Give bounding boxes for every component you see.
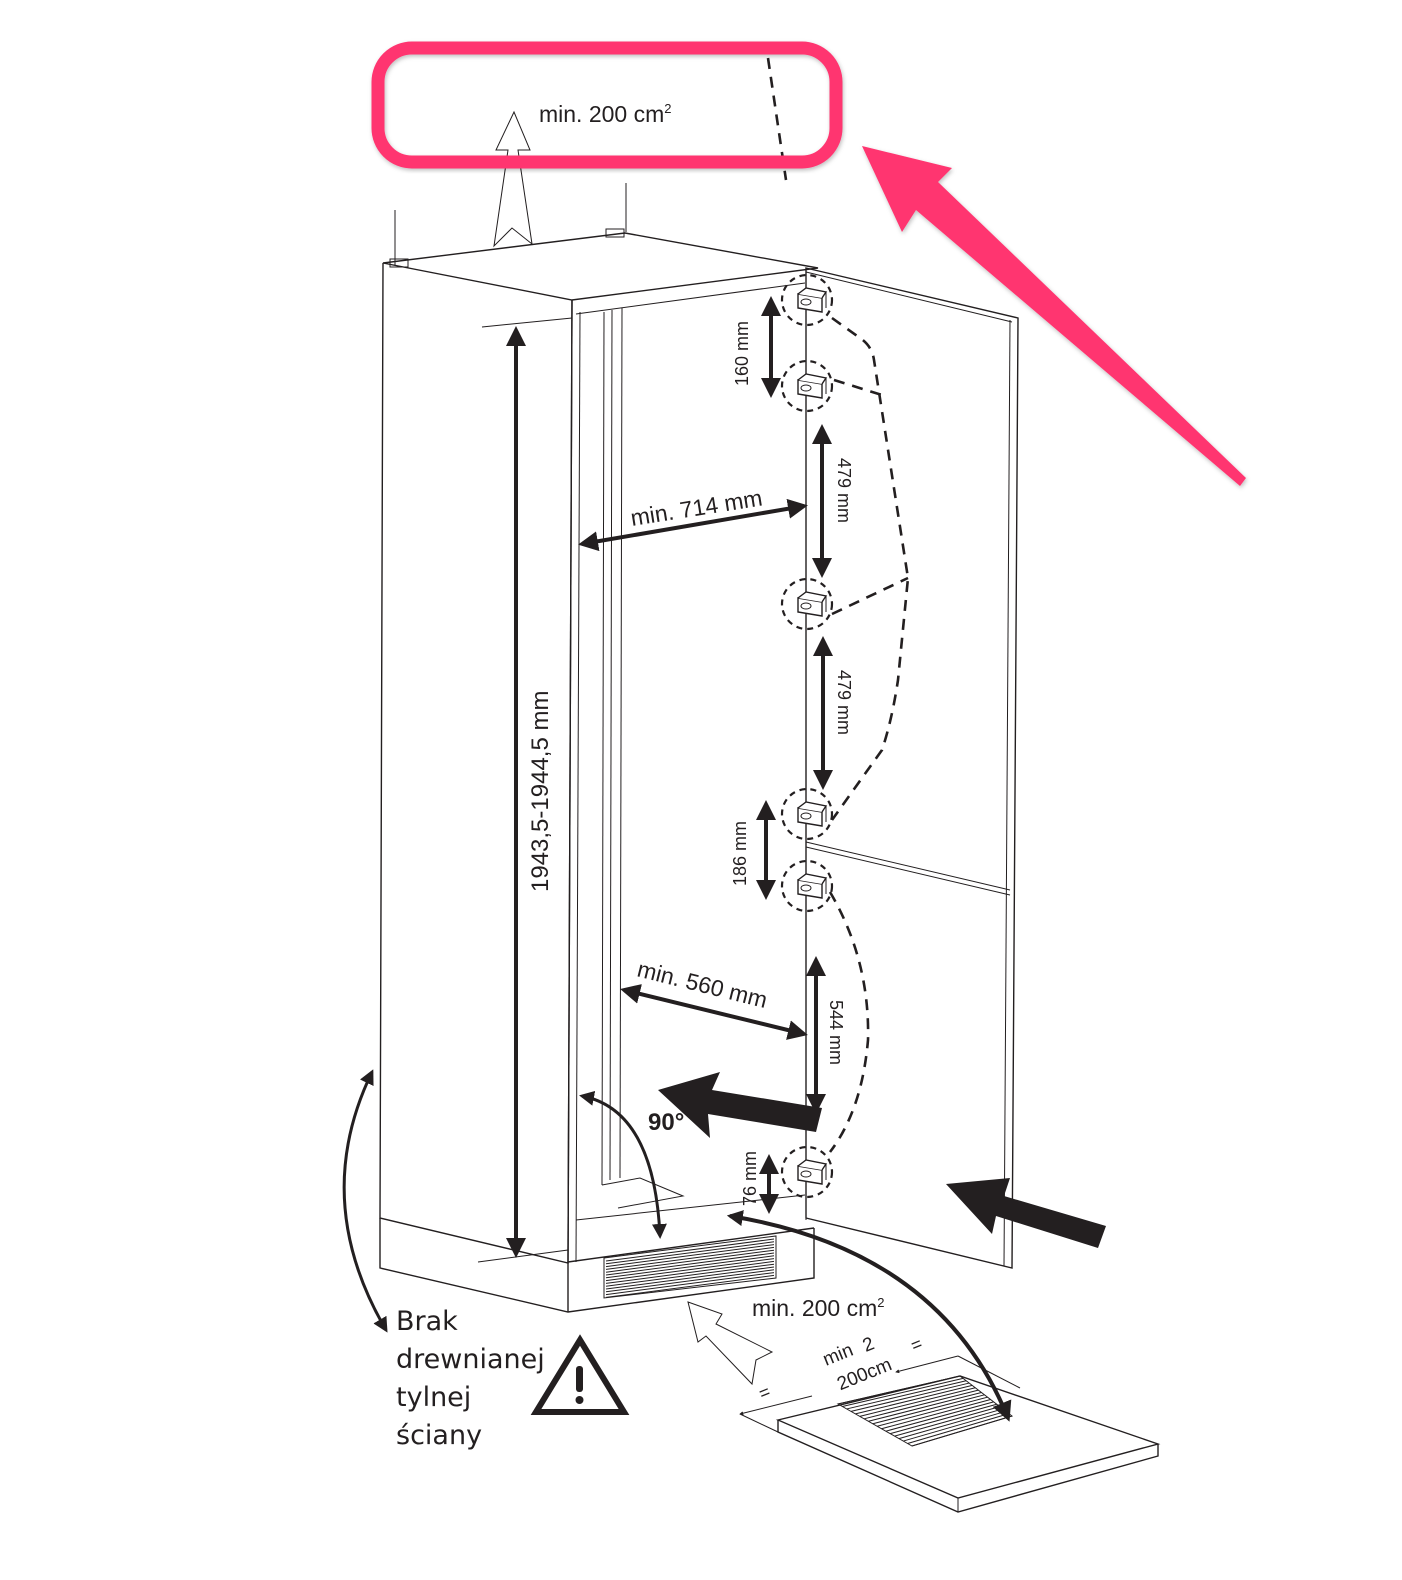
opening-hatch-line (837, 1375, 961, 1405)
svg-text:min: min (820, 1340, 856, 1371)
top-vent-label: min. 200 cm2 (539, 101, 672, 127)
hinge-gap-1-label: 160 mm (732, 321, 752, 386)
door-angle-arc (579, 1090, 667, 1239)
warning-line-3: tylnej (396, 1382, 471, 1413)
opening-hatch-line (911, 1415, 1013, 1447)
hinge-icon (780, 787, 834, 841)
arrow-pointer-icon (862, 146, 1246, 486)
push-arrow-right (946, 1178, 1106, 1248)
dimension-arrows (342, 296, 1012, 1422)
opening-hatch-line (859, 1387, 976, 1417)
airflow-in-icon (687, 1301, 774, 1386)
opening-hatch-line (868, 1391, 982, 1422)
svg-text:2: 2 (860, 1333, 878, 1356)
hinge-gap-2-label: 479 mm (834, 458, 854, 523)
hinge-gap-6-label: 76 mm (740, 1151, 760, 1206)
height-dimension-label: 1943,5-1944,5 mm (527, 691, 554, 892)
hinge-icon (780, 273, 834, 327)
opening-hatch-line (863, 1389, 979, 1420)
warning-text: Brak drewnianej tylnej ściany (396, 1306, 545, 1451)
opening-hatch-line (881, 1399, 991, 1430)
warning-line-1: Brak (396, 1306, 458, 1337)
grille-slat (605, 1252, 775, 1276)
width-upper-arrow (578, 498, 808, 552)
cabinet-top (382, 232, 819, 301)
grille-slat (605, 1246, 775, 1270)
hinge-icon (780, 577, 834, 631)
grille-slat (605, 1244, 775, 1268)
airflow-curve-arrow (726, 1210, 1012, 1422)
highlight-box (371, 41, 843, 169)
door-outline-upper (830, 316, 910, 821)
opening-hatch-line (877, 1396, 988, 1427)
opening-hatch-line (842, 1377, 964, 1407)
hinge-gap-5-label: 544 mm (826, 1000, 846, 1065)
grille-slat (605, 1263, 775, 1287)
hinge-icon (780, 1145, 834, 1199)
grille-slat (605, 1258, 775, 1282)
hinge-group (780, 273, 834, 1199)
hinge-icon (780, 359, 834, 413)
door-angle-label: 90° (648, 1109, 684, 1136)
plinth-opening-label: min 2 200cm (820, 1333, 895, 1395)
airflow-up-icon (493, 110, 533, 248)
opening-hatch-line (890, 1403, 997, 1435)
warning-triangle-icon (530, 1334, 630, 1415)
grille-slat (605, 1238, 775, 1262)
opening-hatch-line (855, 1384, 973, 1415)
fridge-door (805, 267, 1019, 1269)
opening-hatch-line (872, 1394, 985, 1425)
equal-mark-right: = (908, 1333, 925, 1355)
side-wall-arrow (342, 1069, 388, 1333)
width-lower-arrow (620, 984, 808, 1040)
grille-slat (605, 1255, 775, 1279)
opening-hatch-line (898, 1408, 1003, 1440)
grille-slat (605, 1272, 775, 1296)
plinth-opening (739, 1355, 1161, 1513)
opening-hatch-line (907, 1413, 1010, 1445)
warning-line-4: ściany (396, 1420, 482, 1451)
hinge-icon (780, 859, 834, 913)
cabinet (379, 183, 819, 1313)
equal-mark-left: = (756, 1381, 773, 1403)
width-lower-label: min. 560 mm (635, 956, 770, 1013)
warning-line-2: drewnianej (396, 1344, 545, 1375)
opening-hatch-line (850, 1382, 970, 1412)
grille-slat (605, 1260, 775, 1284)
hinge-gap-3-label: 479 mm (834, 670, 854, 735)
bottom-vent-label: min. 200 cm2 (752, 1295, 885, 1321)
door-outline-lower (828, 891, 870, 1153)
opening-hatch-line (894, 1406, 1000, 1437)
grille-slat (605, 1266, 775, 1290)
hinge-gap-4-label: 186 mm (730, 821, 750, 886)
opening-hatch-line (903, 1410, 1007, 1442)
push-arrow-left (658, 1072, 822, 1138)
opening-hatch-line (885, 1401, 994, 1432)
opening-hatch-line (846, 1380, 967, 1410)
